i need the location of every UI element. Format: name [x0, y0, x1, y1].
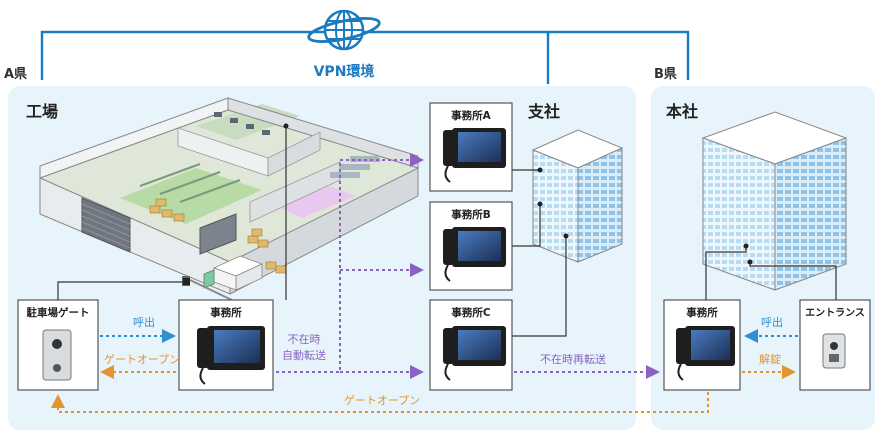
parking-gate-label: 駐車場ゲート — [27, 306, 90, 319]
wire-node — [743, 243, 749, 249]
wire-node — [747, 259, 753, 265]
wire-node — [563, 233, 569, 239]
factory-office-device: 事務所 — [178, 299, 274, 391]
office-b-label: 事務所B — [451, 208, 491, 221]
wire-node — [537, 201, 543, 207]
wire-node — [537, 167, 543, 173]
gate-open-remote-arrow — [51, 392, 709, 413]
office-c-device: 事務所C — [429, 299, 513, 391]
hq-office-label: 事務所 — [686, 306, 718, 319]
call-hq-label: 呼出 — [761, 315, 783, 329]
office-a-label: 事務所A — [451, 109, 491, 122]
call-factory-label: 呼出 — [133, 315, 155, 329]
hq-building — [701, 111, 848, 291]
factory-office-label: 事務所 — [210, 306, 242, 319]
office-a-device: 事務所A — [429, 102, 513, 192]
gate-open-factory-label: ゲートオープン — [104, 353, 180, 366]
reforward-label: 不在時再転送 — [540, 352, 606, 366]
site-hq-label: 本社 — [666, 102, 698, 121]
parking-gate-device: 駐車場ゲート — [17, 299, 99, 391]
unlock-label: 解錠 — [759, 352, 781, 366]
site-factory-label: 工場 — [26, 102, 58, 121]
office-c-label: 事務所C — [451, 306, 490, 319]
absence-label-line2: 自動転送 — [282, 348, 326, 362]
entrance-label: エントランス — [805, 307, 865, 319]
globe-icon — [307, 9, 381, 51]
factory-building-illustration — [38, 97, 420, 303]
wire-node — [283, 123, 289, 129]
vpn-label: VPN環境 — [314, 63, 375, 80]
gate-open-remote-label: ゲートオープン — [344, 394, 420, 407]
region-b-label: B県 — [654, 67, 677, 82]
absence-label-line1: 不在時 — [288, 333, 321, 346]
truck-icon — [203, 255, 264, 291]
region-a-label: A県 — [4, 67, 27, 82]
entrance-device: エントランス — [799, 299, 871, 391]
site-branch-label: 支社 — [527, 102, 560, 121]
office-b-device: 事務所B — [429, 201, 513, 291]
branch-building — [531, 129, 624, 263]
hq-office-device: 事務所 — [663, 299, 741, 391]
wire-node — [183, 278, 190, 285]
absence-forward-arrows — [276, 153, 424, 379]
device-wiring — [57, 126, 837, 337]
